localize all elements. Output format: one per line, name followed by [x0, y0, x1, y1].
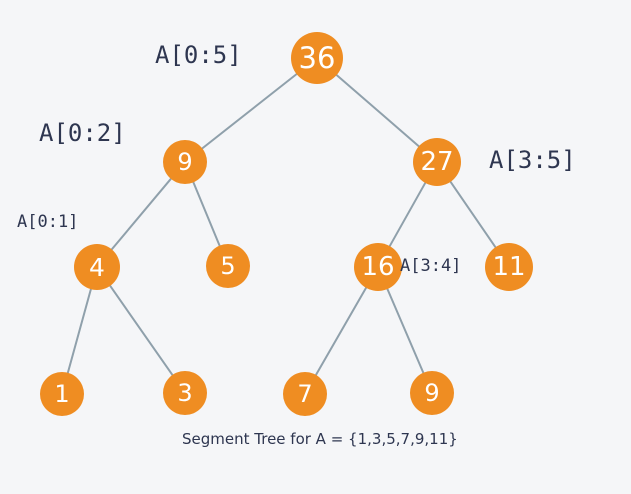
tree-edge — [66, 286, 93, 376]
range-label-lbl05: A[0:5] — [155, 41, 242, 69]
tree-node-leaf7[interactable]: 7 — [283, 372, 327, 416]
tree-node-n27[interactable]: 27 — [413, 138, 461, 186]
tree-edge — [313, 285, 369, 378]
tree-node-leaf1[interactable]: 1 — [40, 372, 84, 416]
range-label-lbl35: A[3:5] — [489, 146, 576, 174]
range-label-lbl34: A[3:4] — [400, 256, 462, 276]
tree-edge — [199, 71, 300, 151]
range-label-lbl02: A[0:2] — [39, 119, 126, 147]
range-label-lbl01: A[0:1] — [17, 212, 79, 232]
tree-node-n16[interactable]: 16 — [354, 243, 402, 291]
tree-node-leaf3[interactable]: 3 — [163, 371, 207, 415]
tree-node-n5[interactable]: 5 — [206, 244, 250, 288]
tree-node-leaf9[interactable]: 9 — [410, 371, 454, 415]
tree-edge — [385, 286, 426, 376]
tree-node-n11[interactable]: 11 — [485, 243, 533, 291]
tree-edge — [334, 72, 422, 149]
tree-edge — [448, 179, 498, 250]
tree-edge — [387, 180, 428, 249]
tree-edge — [109, 176, 174, 252]
tree-edge — [108, 283, 175, 378]
tree-edge — [191, 179, 222, 249]
tree-node-n4[interactable]: 4 — [74, 244, 120, 290]
diagram-caption: Segment Tree for A = {1,3,5,7,9,11} — [182, 430, 458, 448]
tree-node-root[interactable]: 36 — [291, 32, 343, 84]
tree-node-n9[interactable]: 9 — [163, 140, 207, 184]
